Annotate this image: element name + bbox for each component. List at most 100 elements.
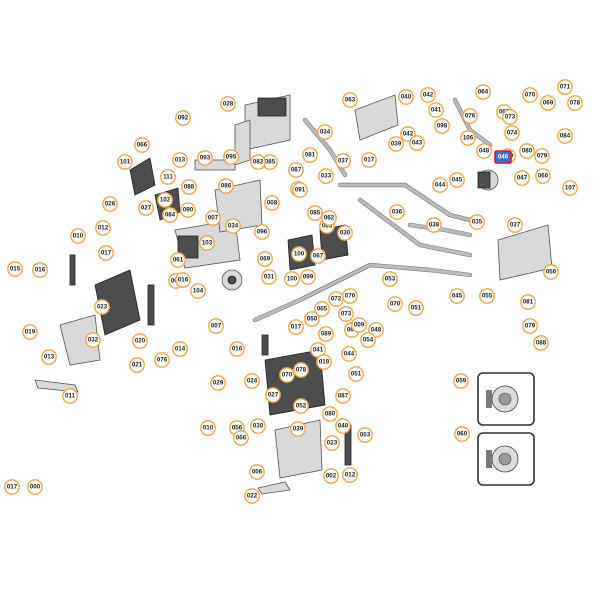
callout-099[interactable]: 099 bbox=[300, 269, 316, 285]
callout-036[interactable]: 036 bbox=[389, 204, 405, 220]
callout-066[interactable]: 066 bbox=[233, 430, 249, 446]
callout-002[interactable]: 002 bbox=[323, 468, 339, 484]
callout-104[interactable]: 104 bbox=[190, 283, 206, 299]
callout-028[interactable]: 028 bbox=[220, 96, 236, 112]
callout-071[interactable]: 071 bbox=[557, 79, 573, 95]
callout-014[interactable]: 014 bbox=[172, 341, 188, 357]
callout-016[interactable]: 016 bbox=[175, 272, 191, 288]
callout-024[interactable]: 024 bbox=[244, 373, 260, 389]
callout-026[interactable]: 026 bbox=[102, 196, 118, 212]
callout-067[interactable]: 067 bbox=[310, 248, 326, 264]
callout-023[interactable]: 023 bbox=[94, 299, 110, 315]
callout-021[interactable]: 021 bbox=[129, 357, 145, 373]
callout-078[interactable]: 078 bbox=[293, 362, 309, 378]
callout-013[interactable]: 013 bbox=[172, 152, 188, 168]
callout-102[interactable]: 102 bbox=[157, 192, 173, 208]
callout-090[interactable]: 090 bbox=[180, 202, 196, 218]
callout-054[interactable]: 054 bbox=[360, 332, 376, 348]
callout-045[interactable]: 045 bbox=[449, 288, 465, 304]
callout-043[interactable]: 043 bbox=[409, 135, 425, 151]
callout-020[interactable]: 020 bbox=[132, 333, 148, 349]
callout-016[interactable]: 016 bbox=[32, 262, 48, 278]
callout-103[interactable]: 103 bbox=[199, 235, 215, 251]
callout-055[interactable]: 055 bbox=[479, 288, 495, 304]
callout-096[interactable]: 096 bbox=[254, 224, 270, 240]
callout-059[interactable]: 059 bbox=[453, 373, 469, 389]
callout-093[interactable]: 093 bbox=[197, 150, 213, 166]
callout-030[interactable]: 030 bbox=[337, 225, 353, 241]
callout-044[interactable]: 044 bbox=[341, 346, 357, 362]
callout-031[interactable]: 031 bbox=[261, 269, 277, 285]
callout-081[interactable]: 081 bbox=[520, 294, 536, 310]
callout-084[interactable]: 084 bbox=[162, 207, 178, 223]
callout-050[interactable]: 050 bbox=[304, 311, 320, 327]
callout-070[interactable]: 070 bbox=[522, 87, 538, 103]
callout-040[interactable]: 040 bbox=[335, 418, 351, 434]
callout-061[interactable]: 061 bbox=[170, 252, 186, 268]
callout-039[interactable]: 039 bbox=[290, 421, 306, 437]
callout-017[interactable]: 017 bbox=[288, 319, 304, 335]
callout-037[interactable]: 037 bbox=[335, 153, 351, 169]
callout-079[interactable]: 079 bbox=[534, 148, 550, 164]
callout-053[interactable]: 053 bbox=[382, 271, 398, 287]
callout-106[interactable]: 106 bbox=[460, 130, 476, 146]
callout-087[interactable]: 087 bbox=[288, 162, 304, 178]
callout-076[interactable]: 076 bbox=[154, 352, 170, 368]
callout-069[interactable]: 069 bbox=[540, 95, 556, 111]
callout-012[interactable]: 012 bbox=[342, 467, 358, 483]
callout-011[interactable]: 011 bbox=[62, 388, 78, 404]
callout-051[interactable]: 051 bbox=[348, 366, 364, 382]
callout-111[interactable]: 111 bbox=[160, 169, 176, 185]
callout-052[interactable]: 052 bbox=[293, 398, 309, 414]
callout-080[interactable]: 080 bbox=[519, 143, 535, 159]
callout-082[interactable]: 082 bbox=[250, 154, 266, 170]
callout-063[interactable]: 063 bbox=[342, 92, 358, 108]
callout-008[interactable]: 008 bbox=[264, 195, 280, 211]
callout-092[interactable]: 092 bbox=[175, 110, 191, 126]
callout-091[interactable]: 091 bbox=[292, 182, 308, 198]
callout-088[interactable]: 088 bbox=[533, 335, 549, 351]
callout-073[interactable]: 073 bbox=[502, 109, 518, 125]
callout-089[interactable]: 089 bbox=[318, 326, 334, 342]
callout-007[interactable]: 007 bbox=[208, 318, 224, 334]
callout-088[interactable]: 088 bbox=[181, 179, 197, 195]
callout-070[interactable]: 070 bbox=[342, 288, 358, 304]
callout-030[interactable]: 030 bbox=[250, 418, 266, 434]
callout-039[interactable]: 039 bbox=[388, 136, 404, 152]
callout-098[interactable]: 098 bbox=[434, 118, 450, 134]
callout-087[interactable]: 087 bbox=[335, 388, 351, 404]
callout-010[interactable]: 010 bbox=[200, 420, 216, 436]
callout-022[interactable]: 022 bbox=[244, 488, 260, 504]
callout-017[interactable]: 017 bbox=[4, 479, 20, 495]
callout-084[interactable]: 084 bbox=[557, 128, 573, 144]
callout-051[interactable]: 051 bbox=[408, 300, 424, 316]
callout-070[interactable]: 070 bbox=[279, 367, 295, 383]
callout-070[interactable]: 070 bbox=[387, 296, 403, 312]
callout-037[interactable]: 037 bbox=[507, 217, 523, 233]
callout-081[interactable]: 081 bbox=[302, 147, 318, 163]
callout-041[interactable]: 041 bbox=[428, 102, 444, 118]
callout-080[interactable]: 080 bbox=[322, 406, 338, 422]
callout-018[interactable]: 018 bbox=[316, 354, 332, 370]
callout-045[interactable]: 045 bbox=[449, 172, 465, 188]
callout-012[interactable]: 012 bbox=[95, 220, 111, 236]
callout-044[interactable]: 044 bbox=[432, 177, 448, 193]
callout-066[interactable]: 066 bbox=[134, 137, 150, 153]
callout-050[interactable]: 050 bbox=[543, 264, 559, 280]
callout-074[interactable]: 074 bbox=[504, 125, 520, 141]
callout-095[interactable]: 095 bbox=[223, 149, 239, 165]
callout-042[interactable]: 042 bbox=[420, 87, 436, 103]
callout-009[interactable]: 009 bbox=[351, 317, 367, 333]
callout-033[interactable]: 033 bbox=[318, 168, 334, 184]
callout-015[interactable]: 015 bbox=[7, 261, 23, 277]
callout-010[interactable]: 010 bbox=[70, 228, 86, 244]
callout-100[interactable]: 100 bbox=[284, 271, 300, 287]
legend-marker[interactable]: 000 bbox=[27, 479, 43, 495]
callout-027[interactable]: 027 bbox=[265, 387, 281, 403]
callout-038[interactable]: 038 bbox=[426, 217, 442, 233]
callout-017[interactable]: 017 bbox=[361, 152, 377, 168]
callout-062[interactable]: 062 bbox=[321, 210, 337, 226]
selected-callout[interactable]: 046 bbox=[494, 150, 512, 164]
callout-032[interactable]: 032 bbox=[85, 332, 101, 348]
callout-072[interactable]: 072 bbox=[328, 291, 344, 307]
